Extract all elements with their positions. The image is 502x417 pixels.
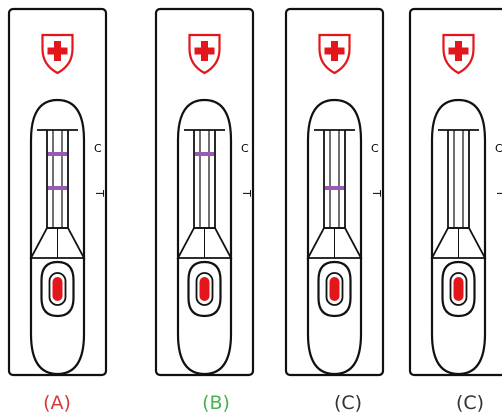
caption-b: (B) bbox=[202, 392, 230, 414]
sample-drop bbox=[52, 277, 63, 301]
t-label: T bbox=[370, 189, 383, 197]
test-line bbox=[325, 186, 344, 190]
t-label: T bbox=[93, 189, 106, 197]
t-label: T bbox=[494, 189, 502, 197]
cross-mark bbox=[324, 41, 345, 61]
control-line bbox=[195, 152, 214, 156]
c-label: C bbox=[371, 142, 379, 155]
t-label: T bbox=[240, 189, 253, 197]
test-cassette: CT bbox=[408, 7, 502, 377]
caption-c-1: (C) bbox=[333, 392, 363, 414]
test-line bbox=[48, 186, 67, 190]
test-cassette: CT bbox=[154, 7, 255, 377]
cross-mark bbox=[194, 41, 215, 61]
red-cross-shield-icon bbox=[41, 33, 74, 75]
caption-a: (A) bbox=[43, 392, 71, 414]
c-label: C bbox=[241, 142, 249, 155]
c-label: C bbox=[495, 142, 502, 155]
sample-well bbox=[40, 260, 75, 318]
sample-well bbox=[441, 260, 476, 318]
test-cassette: CT bbox=[7, 7, 108, 377]
c-label: C bbox=[94, 142, 102, 155]
sample-drop bbox=[199, 277, 210, 301]
test-cassette: CT bbox=[284, 7, 385, 377]
sample-drop bbox=[453, 277, 464, 301]
cross-mark bbox=[448, 41, 469, 61]
red-cross-shield-icon bbox=[318, 33, 351, 75]
red-cross-shield-icon bbox=[442, 33, 475, 75]
sample-drop bbox=[329, 277, 340, 301]
sample-well bbox=[317, 260, 352, 318]
control-line bbox=[48, 152, 67, 156]
red-cross-shield-icon bbox=[188, 33, 221, 75]
sample-well bbox=[187, 260, 222, 318]
caption-c-2: (C) bbox=[455, 392, 485, 414]
cross-mark bbox=[47, 41, 68, 61]
